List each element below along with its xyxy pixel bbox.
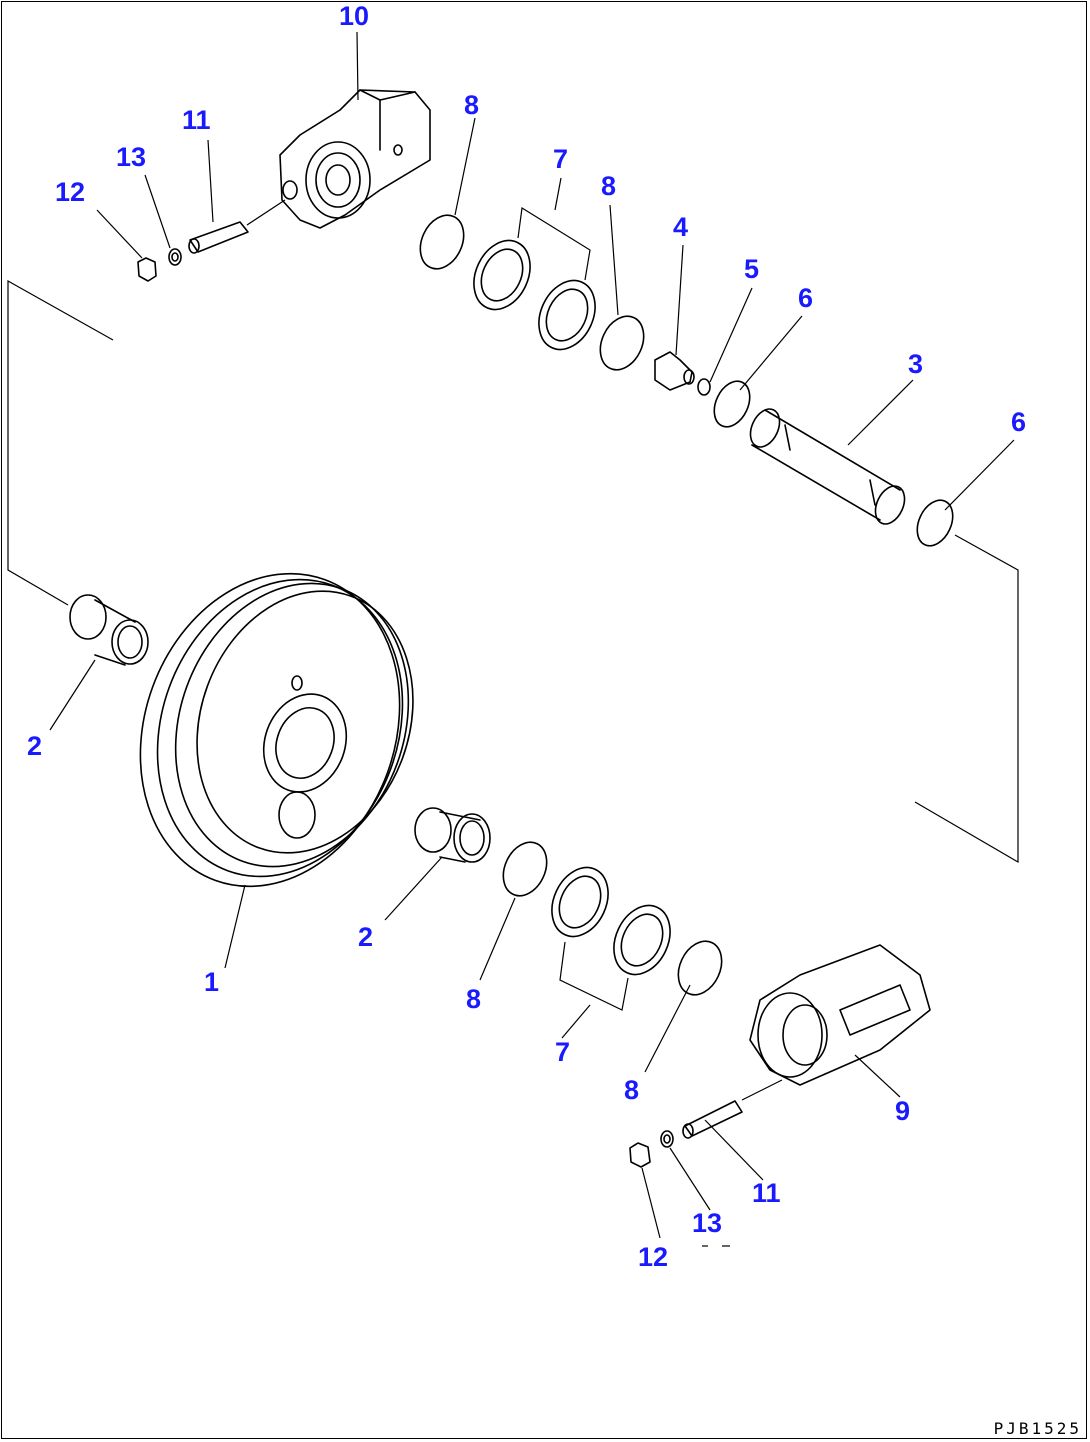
bolt-part-11-lower	[682, 1100, 743, 1139]
assembly-axis-lines	[7, 279, 1019, 864]
callout-8: 8	[466, 984, 482, 1014]
ring-part-6-b	[916, 499, 954, 547]
callout-7: 7	[555, 1037, 571, 1067]
callout-8: 8	[601, 171, 617, 201]
washer-part-13-lower	[660, 1130, 674, 1148]
shaft-part-3	[749, 408, 906, 525]
bolt-part-11-upper	[188, 221, 249, 254]
bracket-part-9	[749, 944, 931, 1086]
callout-12: 12	[638, 1242, 669, 1272]
callout-3: 3	[908, 349, 924, 379]
bushing-part-2-upper	[69, 594, 149, 666]
o-ring-part-5	[697, 378, 711, 396]
leader-lines	[49, 31, 1015, 1247]
callout-1: 1	[204, 967, 220, 997]
callout-6: 6	[798, 283, 814, 313]
callout-9: 9	[895, 1096, 911, 1126]
ring-part-6-a	[713, 380, 751, 428]
callout-5: 5	[744, 254, 760, 284]
plug-part-4	[654, 351, 695, 391]
washer-part-13-upper	[168, 248, 182, 266]
callout-12: 12	[55, 177, 86, 207]
floating-seal-part-7-upper	[473, 207, 596, 351]
callout-8: 8	[464, 90, 480, 120]
nut-part-12-upper	[137, 257, 157, 282]
bracket-part-10	[279, 89, 431, 229]
o-ring-part-8-c	[502, 841, 548, 897]
callout-7: 7	[553, 144, 569, 174]
bushing-part-2-lower	[414, 807, 491, 863]
callout-2: 2	[358, 922, 374, 952]
o-ring-part-8-a	[419, 214, 465, 270]
callout-4: 4	[673, 212, 689, 242]
callout-2: 2	[27, 731, 43, 761]
callout-11: 11	[182, 105, 211, 135]
drawing-code: PJB1525	[993, 1419, 1082, 1438]
o-ring-part-8-d	[677, 940, 723, 996]
nut-part-12-lower	[629, 1142, 651, 1168]
callout-13: 13	[692, 1208, 723, 1238]
floating-seal-part-7-lower	[551, 866, 671, 1011]
callout-8: 8	[624, 1075, 640, 1105]
idler-wheel-part-1	[139, 572, 414, 888]
callout-10: 10	[339, 1, 370, 31]
callout-13: 13	[116, 142, 147, 172]
callout-11: 11	[752, 1178, 781, 1208]
o-ring-part-8-b	[599, 315, 645, 371]
callout-6: 6	[1011, 407, 1027, 437]
